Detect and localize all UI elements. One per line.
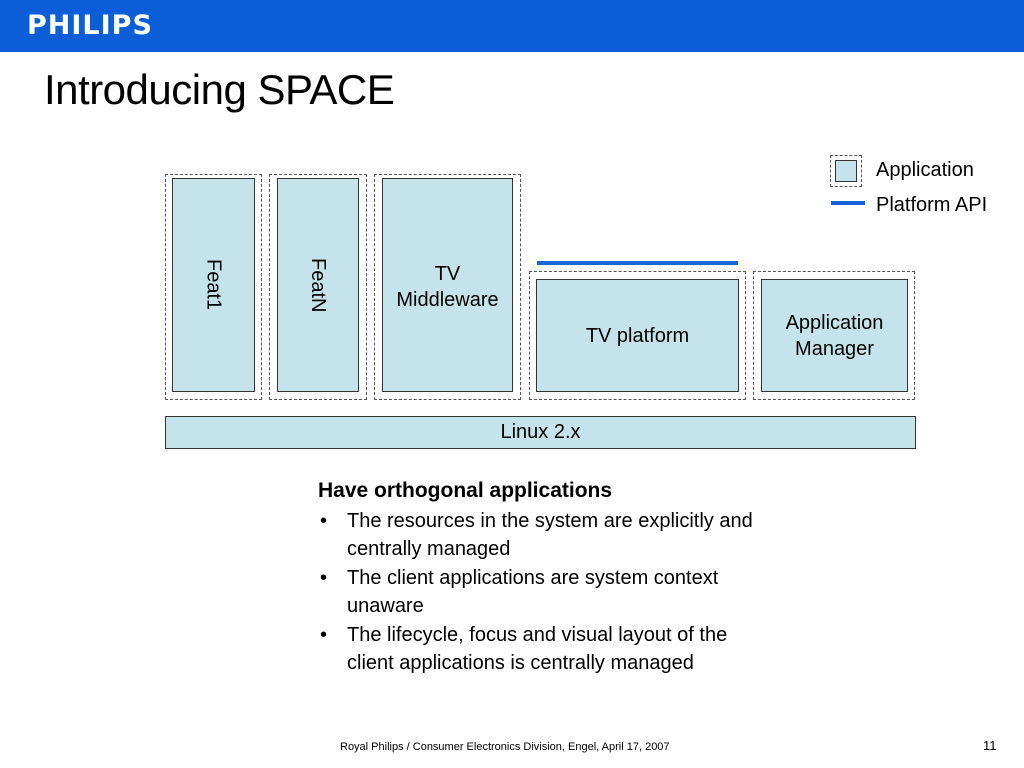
header-bar: PHILIPS	[0, 0, 1024, 52]
linux-label: Linux 2.x	[500, 421, 581, 443]
page-number: 11	[983, 738, 997, 753]
content-block: Have orthogonal applications •The resour…	[318, 477, 758, 678]
app-manager-container	[753, 271, 915, 400]
bullet-marker: •	[320, 509, 328, 532]
feat1-box: Feat1	[172, 178, 255, 392]
featn-label: FeatN	[307, 257, 329, 313]
feat1-container	[165, 174, 262, 400]
content-heading: Have orthogonal applications	[318, 479, 613, 502]
tv-middleware-container	[374, 174, 521, 400]
featn-container	[269, 174, 367, 400]
featn-box: FeatN	[277, 178, 359, 392]
feat1-label: Feat1	[202, 259, 225, 311]
tv-platform-box: TV platform	[536, 279, 739, 392]
bullet-list: •The resources in the system are explici…	[318, 507, 758, 678]
legend-application-label: Application	[876, 159, 974, 181]
legend-platform-api-label: Platform API	[876, 194, 988, 216]
bullet-item: •The lifecycle, focus and visual layout …	[318, 621, 758, 678]
slide-title: Introducing SPACE	[44, 66, 395, 113]
bullet-marker: •	[320, 623, 328, 646]
bullet-marker: •	[320, 566, 328, 589]
legend-platform-api-line	[831, 201, 865, 205]
bullet-item: •The resources in the system are explici…	[318, 507, 758, 564]
legend-application-swatch-border	[830, 155, 862, 187]
legend-application-swatch	[835, 160, 857, 182]
footer-text: Royal Philips / Consumer Electronics Div…	[340, 741, 670, 753]
bullet-item: •The client applications are system cont…	[318, 564, 758, 621]
tv-platform-container	[529, 271, 746, 400]
linux-box: Linux 2.x	[165, 416, 916, 449]
platform-api-line	[537, 261, 738, 265]
tv-platform-label: TV platform	[585, 324, 690, 347]
philips-logo: PHILIPS	[27, 10, 153, 41]
